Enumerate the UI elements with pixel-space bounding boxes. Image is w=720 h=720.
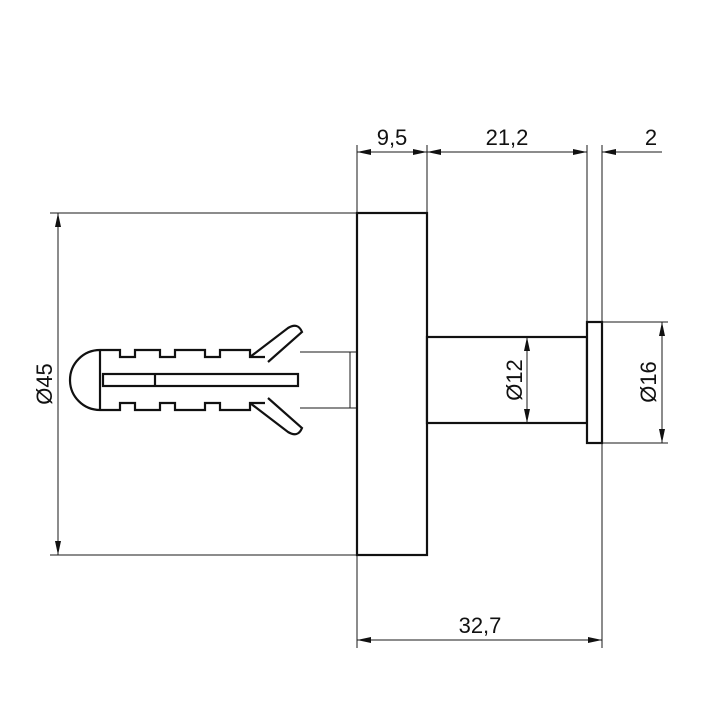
dim-label-cap-thickness: 2: [645, 125, 657, 150]
dim-cap-diameter: Ø16: [636, 322, 665, 443]
dim-label-total-depth: 32,7: [459, 613, 502, 638]
dim-stem-diameter: Ø12: [502, 337, 530, 423]
dim-base-diameter: Ø45: [32, 213, 61, 555]
dim-label-stem-diameter: Ø12: [502, 359, 527, 401]
dim-cap-thickness: 2: [602, 125, 662, 155]
dim-label-base-thickness: 9,5: [377, 125, 408, 150]
extension-lines: [50, 145, 668, 648]
wall-plug: [68, 324, 356, 436]
dim-label-base-diameter: Ø45: [32, 363, 57, 405]
dim-stem-length: 21,2: [427, 125, 587, 155]
end-cap: [585, 320, 604, 445]
base-rosette: [355, 211, 429, 557]
dim-label-stem-length: 21,2: [486, 125, 529, 150]
dim-total-depth: 32,7: [357, 613, 602, 643]
dim-base-thickness: 9,5: [357, 125, 427, 155]
stem: [425, 335, 589, 425]
dim-label-cap-diameter: Ø16: [636, 361, 661, 403]
